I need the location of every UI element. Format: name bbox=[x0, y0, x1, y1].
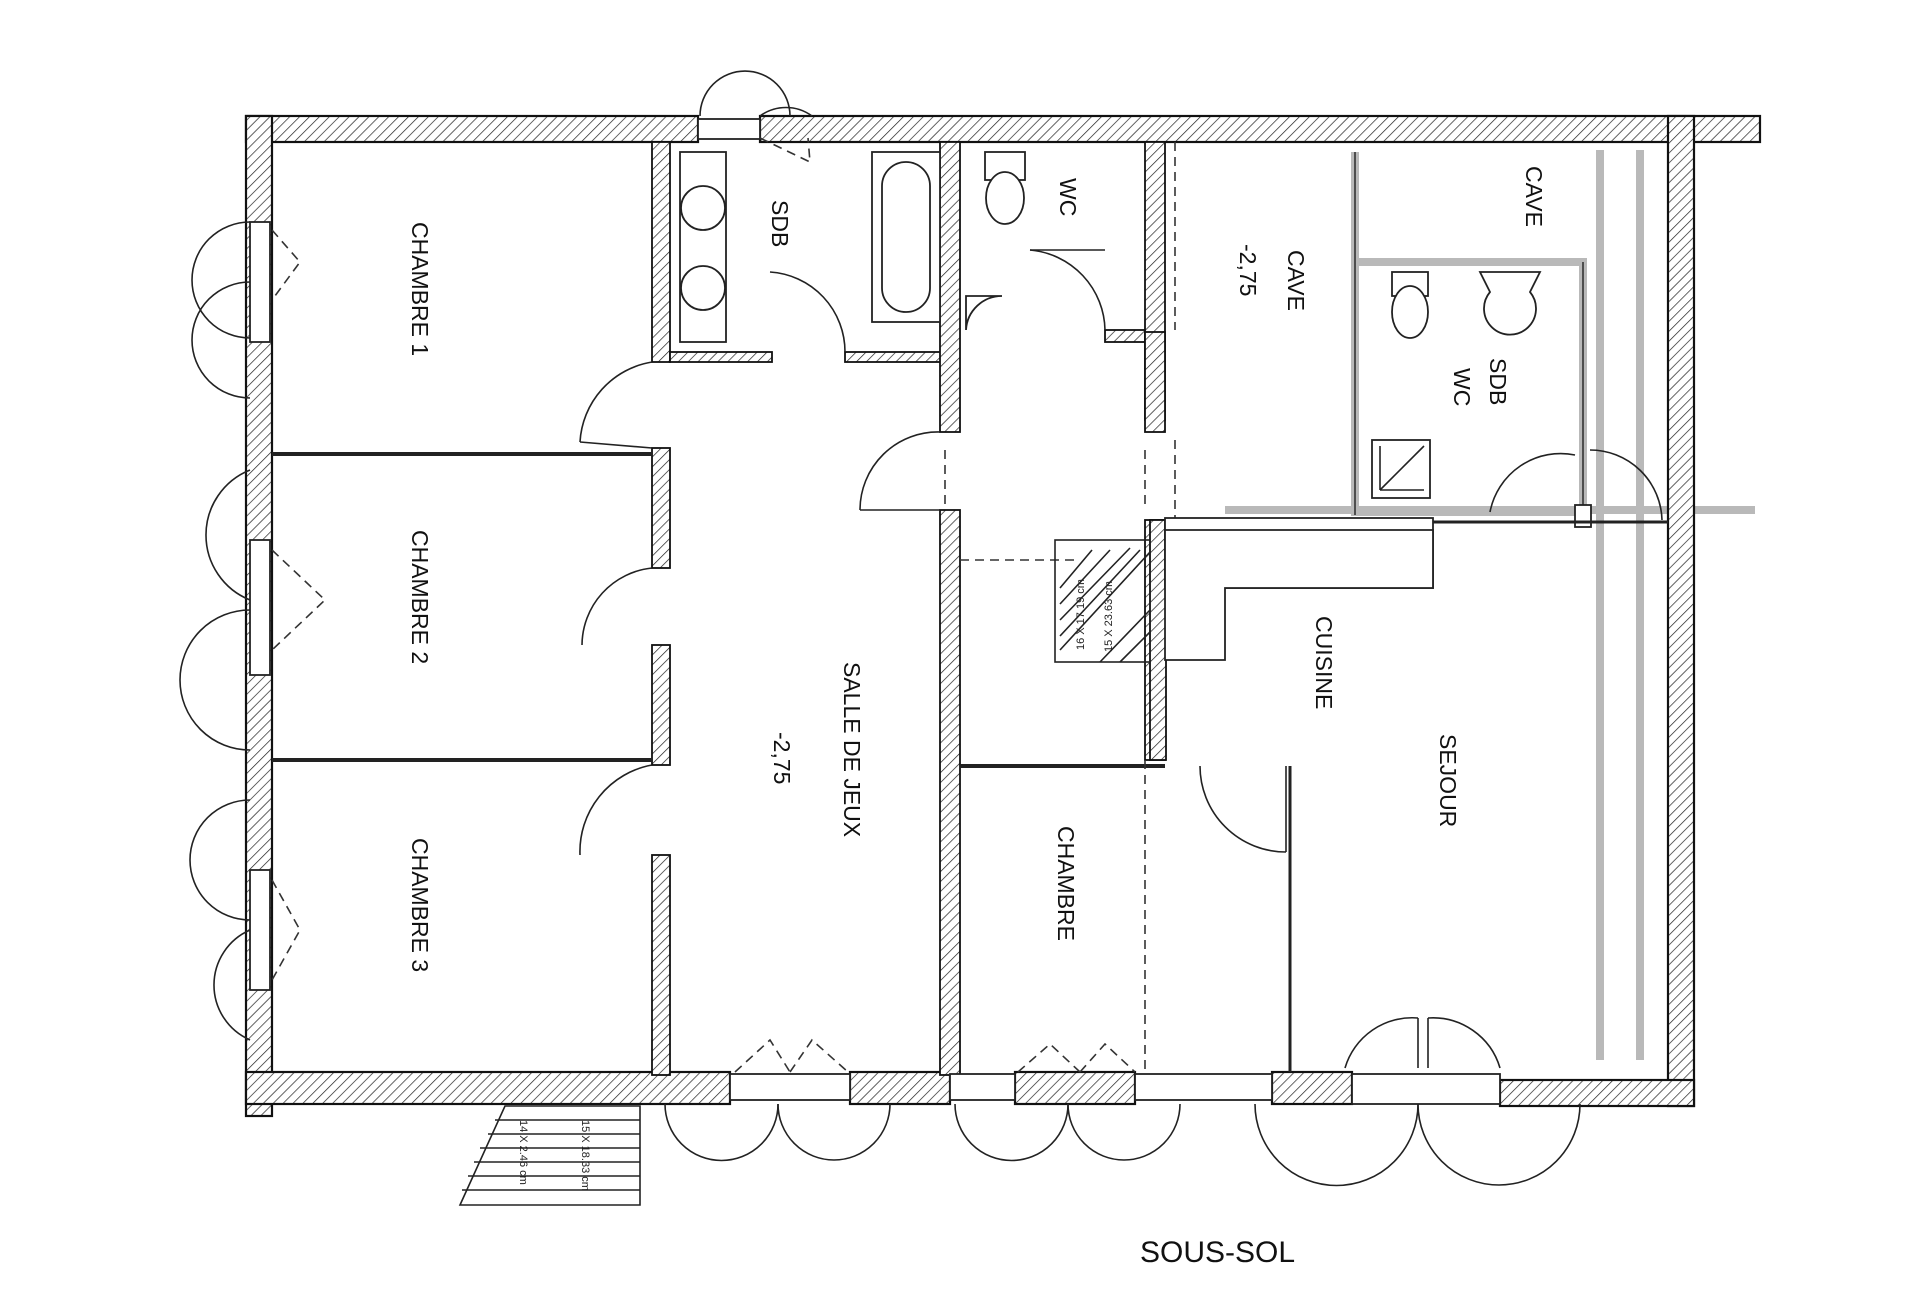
stair-note-outer-1: 14 X 2.46 cm bbox=[517, 1120, 529, 1185]
cave-area bbox=[1144, 152, 1668, 1072]
label-sdb-right: SDB bbox=[1485, 358, 1511, 405]
stair-note-outer-2: 15 X 18.33 cm bbox=[579, 1120, 591, 1191]
label-chambre-2: CHAMBRE 2 bbox=[407, 530, 433, 664]
label-wc: WC bbox=[1055, 178, 1081, 216]
label-cuisine: CUISINE bbox=[1311, 616, 1337, 709]
stair-note-inner-2: 15 X 23.63 cm bbox=[1103, 581, 1115, 652]
label-wc-right: WC bbox=[1449, 368, 1475, 406]
label-chambre-1: CHAMBRE 1 bbox=[407, 222, 433, 356]
sdb-left-fixtures bbox=[679, 137, 941, 353]
top-door bbox=[699, 70, 813, 117]
label-salle-level: -2,75 bbox=[769, 732, 795, 784]
label-cave-level: -2,75 bbox=[1235, 244, 1261, 296]
exterior-stair: 14 X 2.46 cm 15 X 18.33 cm bbox=[458, 1105, 641, 1206]
label-cave-mid: CAVE bbox=[1283, 250, 1309, 311]
left-windows bbox=[179, 221, 327, 1041]
label-cave-right: CAVE bbox=[1521, 166, 1547, 227]
label-sejour: SEJOUR bbox=[1435, 734, 1461, 827]
bottom-openings bbox=[664, 1016, 1581, 1187]
salle-doors bbox=[579, 361, 941, 856]
wc-fixtures bbox=[965, 151, 1106, 331]
label-chambre: CHAMBRE bbox=[1053, 826, 1079, 941]
interior-stair: 16 X 17.19 cm 15 X 23.63 cm bbox=[1054, 539, 1151, 663]
dashed-passages bbox=[944, 142, 1176, 1072]
interior-walls bbox=[272, 141, 1167, 1076]
label-sdb-left: SDB bbox=[767, 200, 793, 247]
room-labels: CHAMBRE 1 CHAMBRE 2 CHAMBRE 3 SDB WC SAL… bbox=[407, 166, 1547, 972]
label-salle-de-jeux: SALLE DE JEUX bbox=[839, 662, 865, 837]
label-chambre-3: CHAMBRE 3 bbox=[407, 838, 433, 972]
plan-title: SOUS-SOL bbox=[1140, 1236, 1295, 1269]
stair-note-inner-1: 16 X 17.19 cm bbox=[1075, 579, 1087, 650]
